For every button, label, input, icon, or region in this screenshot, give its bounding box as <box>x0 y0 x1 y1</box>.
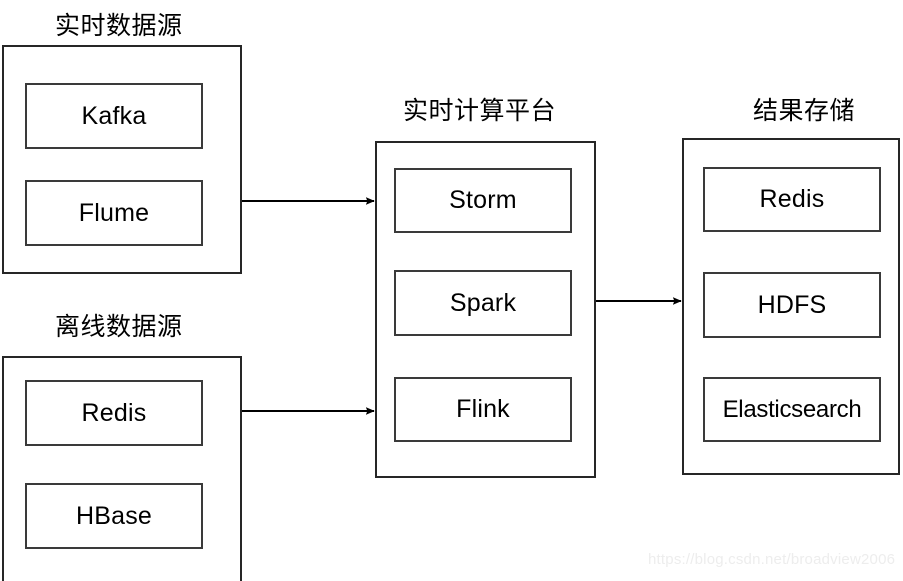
item-box-result-storage-2[interactable]: Elasticsearch <box>703 377 881 442</box>
item-box-offline-data-source-0[interactable]: Redis <box>25 380 203 446</box>
item-box-realtime-data-source-1[interactable]: Flume <box>25 180 203 246</box>
item-box-result-storage-1[interactable]: HDFS <box>703 272 881 338</box>
watermark-text: https://blog.csdn.net/broadview2006 <box>648 551 896 568</box>
item-label: HDFS <box>757 290 827 319</box>
item-label: Redis <box>81 398 147 427</box>
item-box-realtime-compute-platform-1[interactable]: Spark <box>394 270 572 336</box>
item-box-realtime-compute-platform-2[interactable]: Flink <box>394 377 572 442</box>
item-box-realtime-data-source-0[interactable]: Kafka <box>25 83 203 149</box>
item-box-realtime-compute-platform-0[interactable]: Storm <box>394 168 572 233</box>
item-label: Storm <box>449 186 517 214</box>
group-title-realtime-data-source: 实时数据源 <box>55 12 183 40</box>
item-box-offline-data-source-1[interactable]: HBase <box>25 483 203 549</box>
group-title-offline-data-source: 离线数据源 <box>55 313 183 341</box>
item-box-result-storage-0[interactable]: Redis <box>703 167 881 232</box>
item-label: Spark <box>449 288 517 317</box>
item-label: Flink <box>456 395 510 423</box>
item-label: Kafka <box>81 101 147 130</box>
item-label: Elasticsearch <box>722 395 862 423</box>
group-title-result-storage: 结果存储 <box>753 97 856 125</box>
group-title-realtime-compute-platform: 实时计算平台 <box>403 97 557 125</box>
item-label: Redis <box>759 185 825 213</box>
item-label: Flume <box>78 198 150 227</box>
item-label: HBase <box>75 501 153 530</box>
